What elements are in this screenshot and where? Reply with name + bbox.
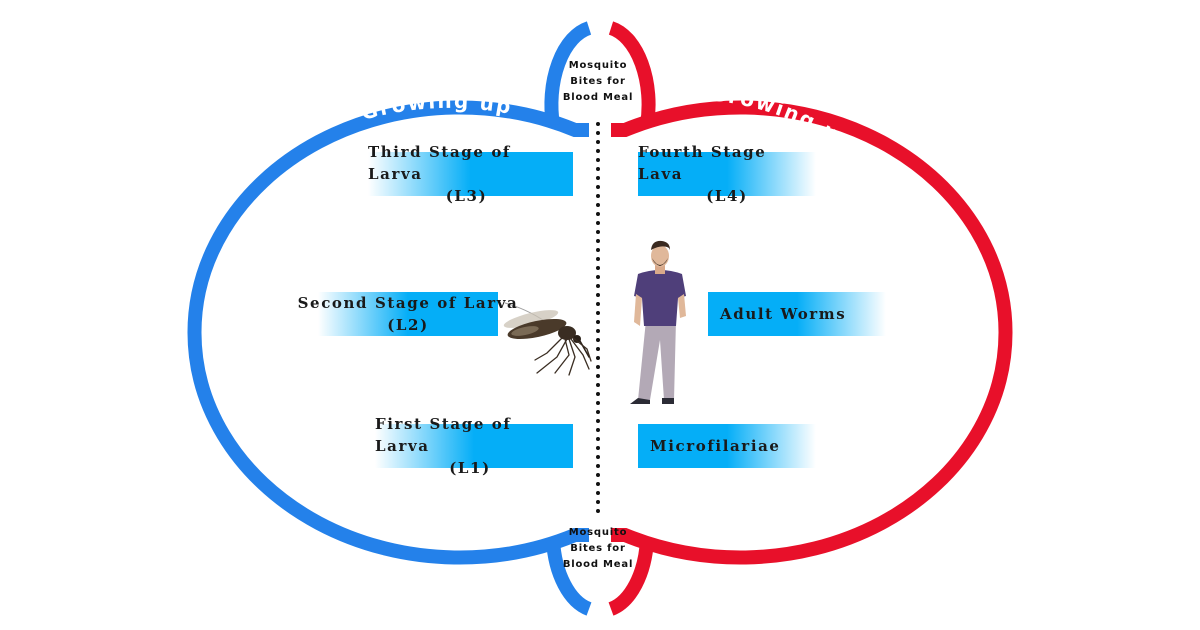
stage-l4-name: Fourth Stage Lava [638, 143, 767, 183]
arc-label-left-lower: Growing up [343, 477, 489, 538]
stage-adult-name: Adult Worms [720, 305, 847, 323]
stage-box-l1: First Stage of Larva (L1) [375, 415, 573, 477]
human-figure-icon [630, 240, 686, 404]
bite-label-top-line3: Blood Meal [562, 92, 634, 103]
bite-label-top: Mosquito Bites for Blood Meal [538, 58, 658, 106]
stage-l2-name: Second Stage of Larva [297, 294, 519, 312]
bite-label-top-line1: Mosquito [568, 60, 628, 71]
stage-micro-name: Microfilariae [650, 437, 781, 455]
bite-label-bottom: Mosquito Bites for Blood Meal [538, 525, 658, 573]
stage-l3-code: (L3) [445, 187, 488, 205]
red-cycle-arc [608, 21, 1013, 616]
bite-label-bottom-line2: Bites for [570, 543, 626, 554]
stage-box-l3: Third Stage of Larva (L3) [368, 143, 573, 205]
stage-box-micro: Microfilariae [638, 424, 816, 468]
arc-label-left-side: Growing up [241, 215, 288, 373]
bite-label-bottom-line3: Blood Meal [562, 559, 634, 570]
stage-l1-name: First Stage of Larva [375, 415, 512, 455]
stage-l2-code: (L2) [387, 316, 429, 334]
stage-l3-name: Third Stage of Larva [368, 143, 511, 183]
bite-label-bottom-line1: Mosquito [568, 527, 628, 538]
stage-l4-code: (L4) [706, 187, 748, 205]
stage-box-l4: Fourth Stage Lava (L4) [638, 143, 816, 205]
stage-box-l2: Second Stage of Larva (L2) [298, 292, 517, 336]
bite-label-top-line2: Bites for [570, 76, 626, 87]
stage-box-adult: Adult Worms [708, 292, 886, 336]
arc-label-left-upper: Growing up [358, 89, 514, 125]
mosquito-icon [503, 302, 592, 376]
stage-l1-code: (L1) [449, 459, 491, 477]
blue-cycle-arc [187, 21, 592, 616]
